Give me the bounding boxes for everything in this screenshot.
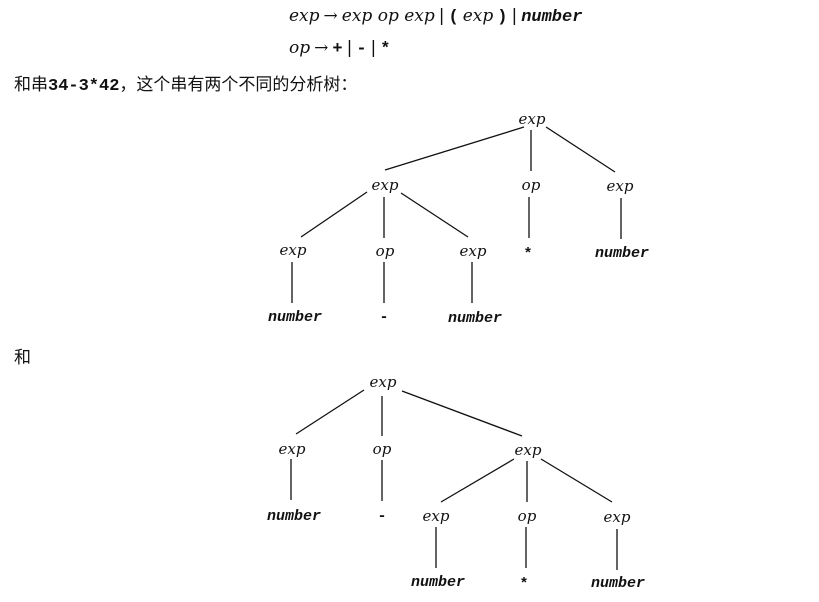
- rule1-number: number: [521, 8, 583, 27]
- grammar-rule-op: op → + | - | *: [289, 38, 390, 59]
- tree2-root: exp: [370, 373, 397, 391]
- rule1-inner: exp: [462, 6, 494, 26]
- tree2-edges: [290, 389, 618, 570]
- tree1-lm-leaf: -: [379, 309, 388, 326]
- rule2-sep2: |: [370, 38, 377, 58]
- tree1-mid: op: [522, 176, 541, 194]
- rule2-star: *: [380, 40, 391, 59]
- tree2-rm-leaf: *: [519, 576, 528, 593]
- tree2-left: exp: [279, 440, 306, 458]
- tree1-lm: op: [376, 242, 395, 260]
- rule1-sep1: |: [438, 6, 445, 26]
- tree1-left: exp: [372, 176, 399, 194]
- rule1-arrow: →: [323, 6, 338, 26]
- tree2-rl-leaf: number: [411, 574, 465, 591]
- grammar-rule-exp: exp → exp op exp | ( exp ) | number: [289, 6, 582, 27]
- tree2-mid: op: [373, 440, 392, 458]
- tree1-root: exp: [519, 110, 546, 128]
- rule2-plus: +: [332, 40, 343, 59]
- tree2-rr: exp: [604, 508, 631, 526]
- rule2-lhs: op: [289, 38, 311, 58]
- tree2-rm: op: [518, 507, 537, 525]
- connector-text: 和: [14, 348, 31, 368]
- tree2-left-leaf: number: [267, 508, 321, 525]
- intro-sentence: 和串34-3*42，这个串有两个不同的分析树：: [14, 70, 357, 96]
- sentence-string: 34-3*42: [48, 77, 120, 96]
- rule1-lhs: exp: [289, 6, 320, 26]
- rule1-lparen: (: [448, 8, 459, 27]
- rule1-sep2: |: [511, 6, 518, 26]
- tree2-rr-leaf: number: [591, 575, 645, 592]
- sentence-suffix: ，这个串有两个不同的分析树：: [119, 75, 358, 95]
- rule2-sep1: |: [346, 38, 353, 58]
- rule2-arrow: →: [314, 38, 329, 58]
- tree1-mid-leaf: *: [523, 246, 532, 263]
- tree1-edges: [291, 126, 622, 303]
- sentence-prefix: 和串: [14, 75, 48, 95]
- rule1-rhs-seq: exp op exp: [341, 6, 435, 26]
- rule1-rparen: ): [497, 8, 508, 27]
- tree1-ll-leaf: number: [268, 309, 322, 326]
- tree2-mid-leaf: -: [377, 508, 386, 525]
- tree1-lr-leaf: number: [448, 310, 502, 327]
- tree1-ll: exp: [280, 241, 307, 259]
- tree2-right: exp: [515, 441, 542, 459]
- tree2-rl: exp: [423, 507, 450, 525]
- tree1-right: exp: [607, 177, 634, 195]
- rule2-minus: -: [356, 40, 367, 59]
- tree1-right-leaf: number: [595, 245, 649, 262]
- tree1-lr: exp: [460, 242, 487, 260]
